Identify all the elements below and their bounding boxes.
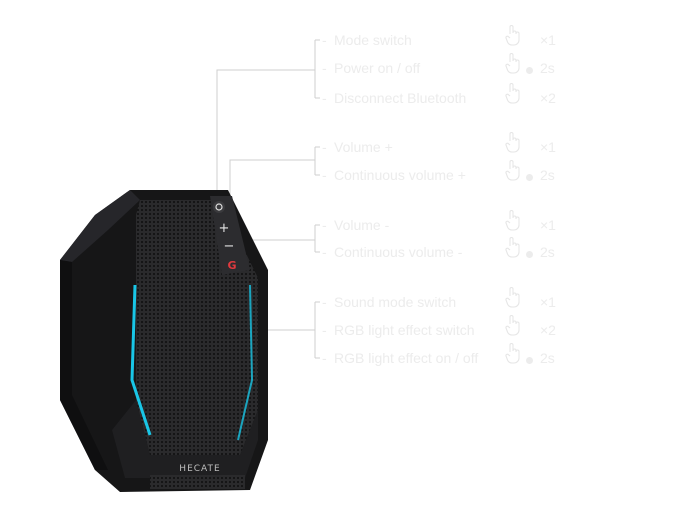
- dash: -: [322, 217, 327, 233]
- function-row: - Continuous volume + 2s: [322, 160, 572, 185]
- function-row: - Sound mode switch ×1: [322, 287, 572, 312]
- dash: -: [322, 350, 327, 366]
- function-row: - Volume - ×1: [322, 210, 572, 235]
- volume-up-button[interactable]: +: [219, 221, 230, 236]
- hand-press-icon: [505, 210, 520, 231]
- dash: -: [322, 90, 327, 106]
- dash: -: [322, 139, 327, 155]
- power-icon: [215, 203, 223, 211]
- press-action: 2s: [540, 167, 555, 183]
- press-action: 2s: [540, 60, 555, 76]
- function-row: - Volume + ×1: [322, 132, 572, 157]
- function-label: Mode switch: [334, 32, 412, 48]
- function-row: - Mode switch ×1: [322, 25, 572, 50]
- function-label: Volume +: [334, 139, 393, 155]
- function-label: Continuous volume -: [334, 244, 463, 260]
- clock-icon: [526, 251, 533, 258]
- rgb-light-strip: [130, 284, 152, 436]
- hand-press-icon: [505, 53, 520, 74]
- control-panel: + − G: [210, 196, 250, 275]
- hand-press-icon: [505, 25, 520, 46]
- clock-icon: [526, 67, 533, 74]
- dash: -: [322, 167, 327, 183]
- function-label: Power on / off: [334, 60, 421, 76]
- press-action: ×1: [540, 294, 556, 310]
- press-action: ×2: [540, 90, 556, 106]
- press-action: ×1: [540, 217, 556, 233]
- volume-down-button[interactable]: −: [224, 239, 235, 254]
- hand-press-icon: [505, 315, 520, 336]
- function-label: Volume -: [334, 217, 390, 233]
- function-row: - Disconnect Bluetooth ×2: [322, 83, 572, 108]
- function-row: - Continuous volume - 2s: [322, 237, 572, 262]
- hand-press-icon: [505, 132, 520, 153]
- press-action: ×1: [540, 139, 556, 155]
- function-label: Sound mode switch: [334, 294, 457, 310]
- function-row: - Power on / off 2s: [322, 53, 572, 78]
- hand-press-icon: [505, 160, 520, 181]
- function-row: - RGB light effect on / off 2s: [322, 343, 572, 368]
- press-action: 2s: [540, 350, 555, 366]
- dash: -: [322, 322, 327, 338]
- function-label: RGB light effect switch: [334, 322, 475, 338]
- dash: -: [322, 244, 327, 260]
- hand-press-icon: [505, 287, 520, 308]
- function-label: RGB light effect on / off: [334, 350, 479, 366]
- press-action: ×1: [540, 32, 556, 48]
- function-label: Disconnect Bluetooth: [334, 90, 467, 106]
- dash: -: [322, 60, 327, 76]
- rgb-light-strip: [237, 284, 254, 441]
- dash: -: [322, 32, 327, 48]
- clock-icon: [526, 357, 533, 364]
- function-row: - RGB light effect switch ×2: [322, 315, 572, 340]
- dash: -: [322, 294, 327, 310]
- hand-press-icon: [505, 237, 520, 258]
- clock-icon: [526, 174, 533, 181]
- power-button[interactable]: [213, 201, 225, 213]
- press-action: 2s: [540, 244, 555, 260]
- function-label: Continuous volume +: [334, 167, 466, 183]
- hand-press-icon: [505, 83, 520, 104]
- game-mode-button[interactable]: G: [227, 259, 236, 272]
- press-action: ×2: [540, 322, 556, 338]
- brand-logo: HECATE: [179, 464, 220, 474]
- hand-press-icon: [505, 343, 520, 364]
